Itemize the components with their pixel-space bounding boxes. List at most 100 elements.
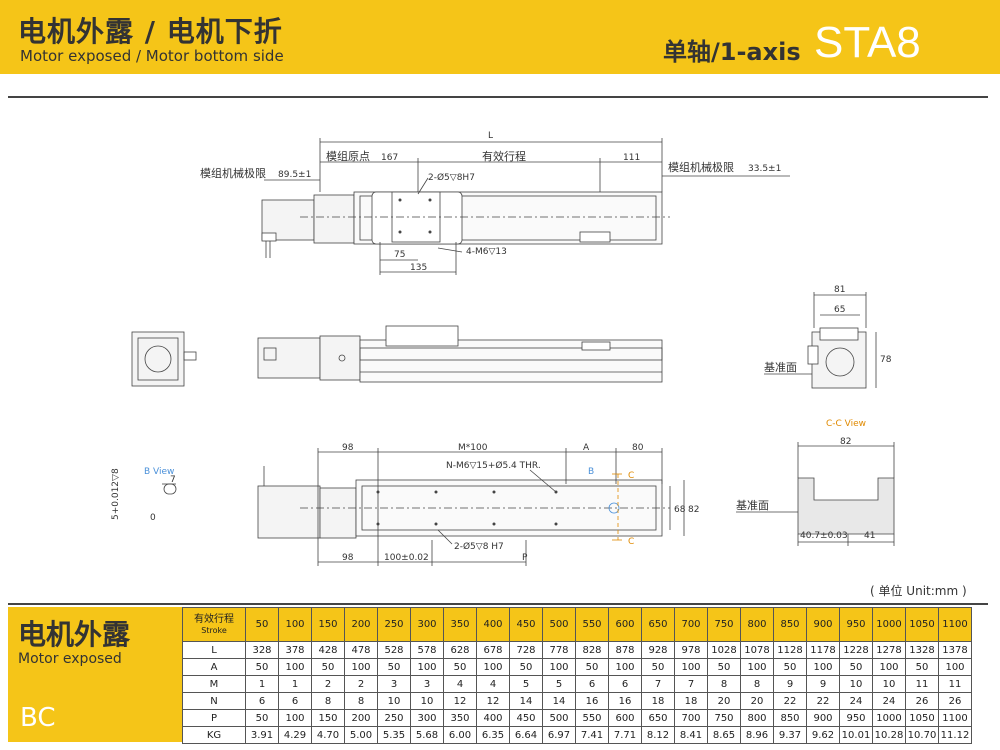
table-cell: 50 <box>905 658 939 676</box>
table-cell: 750 <box>707 709 741 727</box>
stroke-cell: 900 <box>806 607 840 642</box>
table-cell: 778 <box>542 641 576 659</box>
dim-80: 80 <box>632 443 644 453</box>
table-cell: 50 <box>839 658 873 676</box>
origin-label: 模组原点 <box>326 149 370 163</box>
table-cell: 50 <box>443 658 477 676</box>
stroke-cell: 250 <box>377 607 411 642</box>
table-cell: 8.65 <box>707 726 741 744</box>
table-cell: 7 <box>641 675 675 693</box>
table-cell: 728 <box>509 641 543 659</box>
table-cell: 800 <box>740 709 774 727</box>
dim-82-cc: 82 <box>840 437 851 447</box>
table-cell: 1078 <box>740 641 774 659</box>
table-cell: 100 <box>872 658 906 676</box>
table-cell: 5.00 <box>344 726 378 744</box>
b-tolerance-zero: 0 <box>150 513 156 523</box>
table-cell: 828 <box>575 641 609 659</box>
dim-111: 111 <box>623 153 640 163</box>
table-cell: 1128 <box>773 641 807 659</box>
table-cell: 10.70 <box>905 726 939 744</box>
dim-81: 81 <box>834 285 845 295</box>
datum-label-end: 基准面 <box>764 361 797 374</box>
c-marker-bottom: C <box>628 537 634 547</box>
table-cell: 4.70 <box>311 726 345 744</box>
table-cell: 4 <box>476 675 510 693</box>
table-cell: 378 <box>278 641 312 659</box>
datum-label-cc: 基准面 <box>736 499 769 512</box>
b-view-label: B View <box>144 467 174 477</box>
table-cell: 528 <box>377 641 411 659</box>
table-cell: 26 <box>938 692 972 710</box>
side-title-en: Motor exposed <box>18 651 122 667</box>
stroke-cell: 750 <box>707 607 741 642</box>
table-cell: 100 <box>740 658 774 676</box>
table-cell: 700 <box>674 709 708 727</box>
table-cell: 50 <box>245 658 279 676</box>
table-cell: 22 <box>806 692 840 710</box>
table-cell: 8 <box>311 692 345 710</box>
table-cell: 10.28 <box>872 726 906 744</box>
table-cell: 24 <box>839 692 873 710</box>
table-cell: 5.68 <box>410 726 444 744</box>
table-cell: 950 <box>839 709 873 727</box>
table-cell: 12 <box>443 692 477 710</box>
table-cell: 500 <box>542 709 576 727</box>
table-cell: 50 <box>575 658 609 676</box>
origin-value: 167 <box>381 153 398 163</box>
axis-label: 单轴/1-axis <box>663 38 801 66</box>
table-cell: 250 <box>377 709 411 727</box>
table-cell: 16 <box>575 692 609 710</box>
table-cell: 10 <box>410 692 444 710</box>
header-banner: 电机外露 / 电机下折 Motor exposed / Motor bottom… <box>0 0 1000 74</box>
row-label: KG <box>182 726 246 744</box>
table-cell: 1000 <box>872 709 906 727</box>
table-cell: 100 <box>344 658 378 676</box>
bottom-view <box>162 448 685 566</box>
table-cell: 5 <box>509 675 543 693</box>
stroke-cell: 950 <box>839 607 873 642</box>
table-cell: 50 <box>377 658 411 676</box>
table-cell: 6.64 <box>509 726 543 744</box>
table-cell: 1100 <box>938 709 972 727</box>
dim-m100: M*100 <box>458 443 488 453</box>
limit-right-label: 模组机械极限 <box>668 160 734 174</box>
hole-note-bottom: 2-Ø5▽8 H7 <box>454 541 504 552</box>
table-cell: 328 <box>245 641 279 659</box>
tap-note: 4-M6▽13 <box>466 247 507 257</box>
dim-68: 68 <box>674 505 686 515</box>
table-cell: 100 <box>278 658 312 676</box>
table-cell: 1328 <box>905 641 939 659</box>
stroke-cell: 1050 <box>905 607 939 642</box>
model-name: STA8 <box>814 18 921 67</box>
table-cell: 100 <box>938 658 972 676</box>
dim-82-vertical: 82 <box>688 505 699 515</box>
table-cell: 578 <box>410 641 444 659</box>
table-cell: 11 <box>905 675 939 693</box>
table-cell: 4.29 <box>278 726 312 744</box>
table-cell: 1028 <box>707 641 741 659</box>
table-cell: 6 <box>575 675 609 693</box>
stroke-cell: 350 <box>443 607 477 642</box>
end-view <box>764 292 877 389</box>
unit-note: ( 单位 Unit:mm ) <box>870 584 967 598</box>
table-cell: 2 <box>344 675 378 693</box>
title-cn: 电机外露 / 电机下折 <box>18 15 283 48</box>
table-cell: 50 <box>707 658 741 676</box>
table-cell: 5 <box>542 675 576 693</box>
dim-75: 75 <box>394 250 405 260</box>
table-cell: 478 <box>344 641 378 659</box>
table-cell: 50 <box>509 658 543 676</box>
row-label: M <box>182 675 246 693</box>
stroke-header-cn: 有效行程 <box>194 613 234 625</box>
table-cell: 10.01 <box>839 726 873 744</box>
dim-A: A <box>583 443 590 453</box>
table-cell: 6 <box>278 692 312 710</box>
table-cell: 678 <box>476 641 510 659</box>
table-cell: 5.35 <box>377 726 411 744</box>
divider-bottom <box>8 603 988 605</box>
